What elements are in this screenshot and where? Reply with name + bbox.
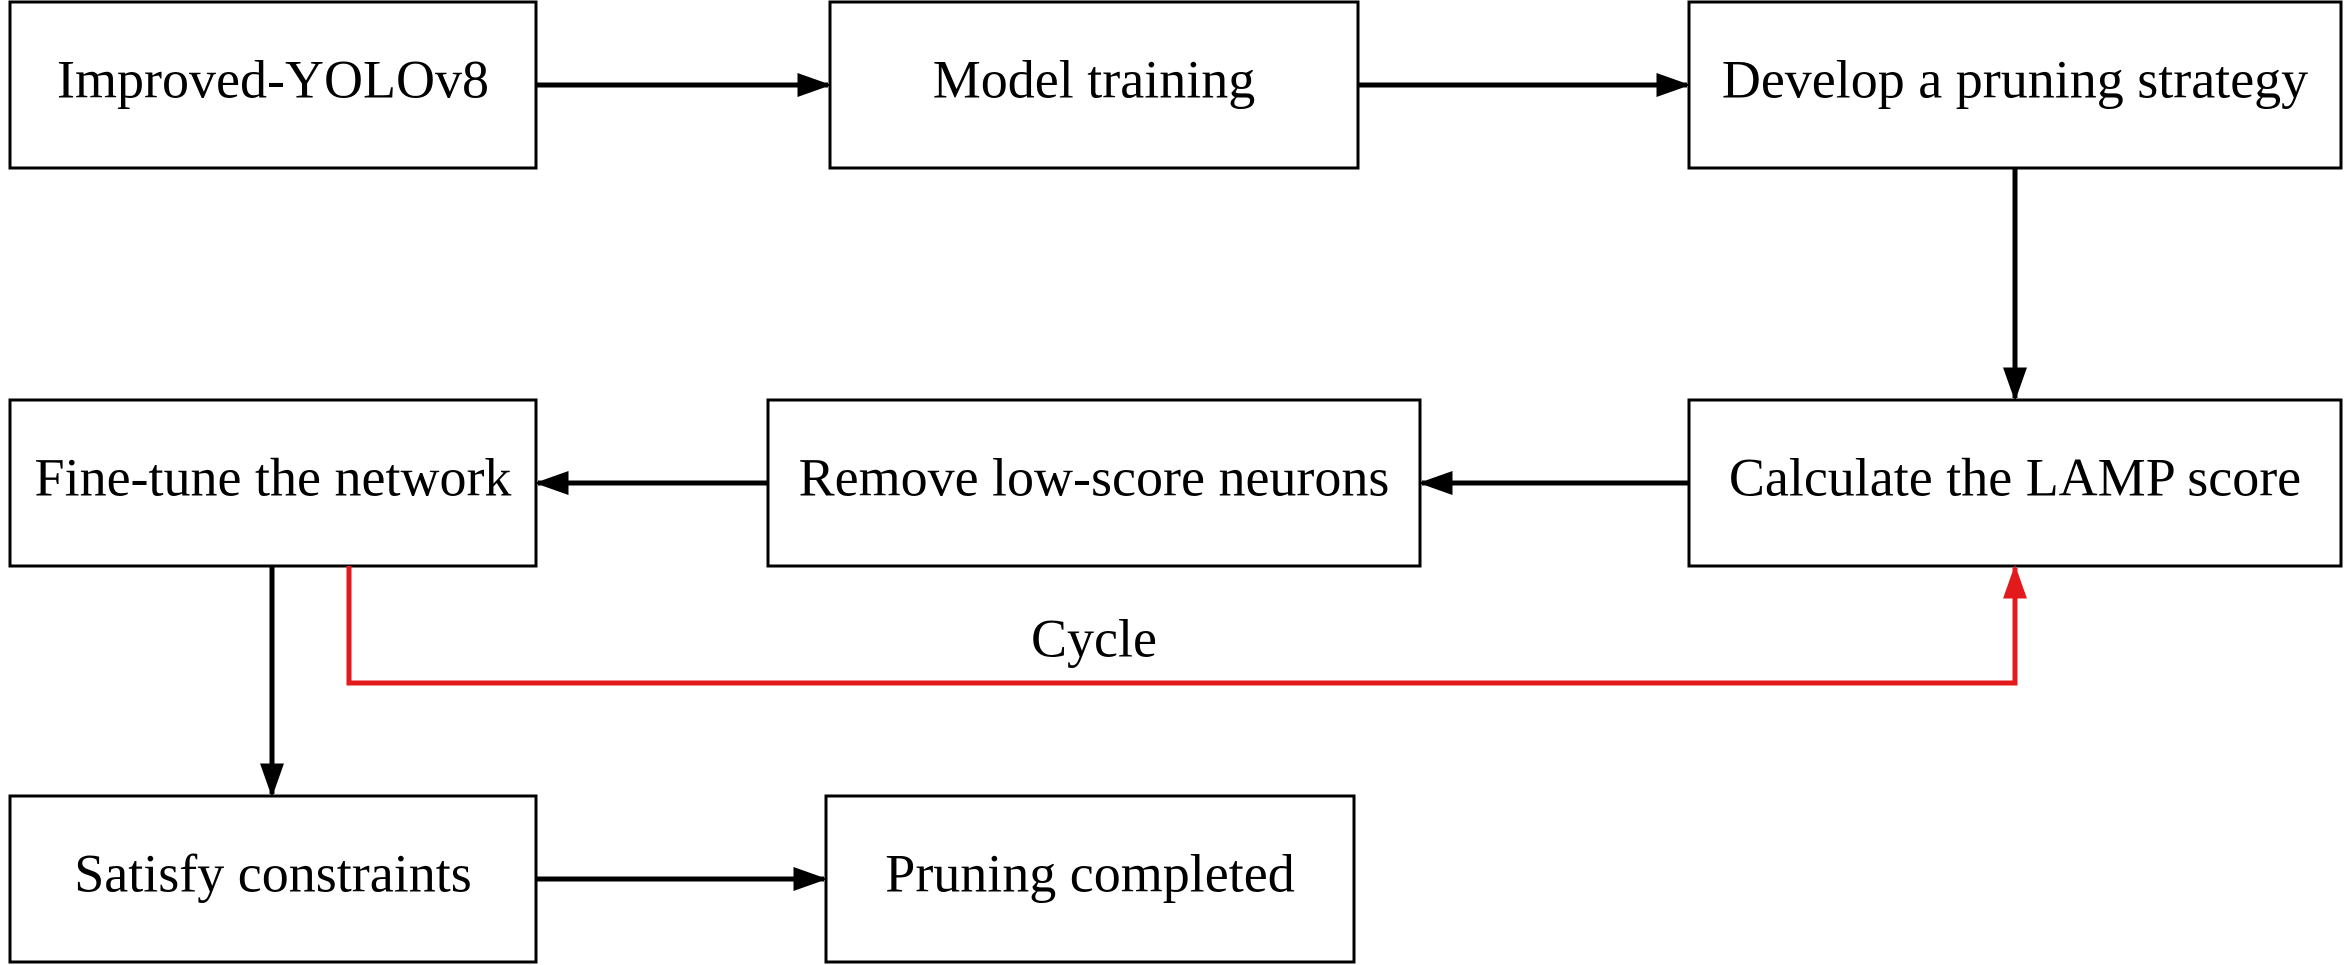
node-label: Model training bbox=[933, 49, 1255, 109]
node-calculate-lamp-score: Calculate the LAMP score bbox=[1687, 398, 2343, 568]
node-label: Fine-tune the network bbox=[35, 447, 512, 507]
node-improved-yolov8: Improved-YOLOv8 bbox=[8, 0, 538, 170]
node-label: Calculate the LAMP score bbox=[1729, 447, 2301, 507]
node-satisfy-constraints: Satisfy constraints bbox=[8, 794, 538, 964]
node-develop-pruning-strategy: Develop a pruning strategy bbox=[1687, 0, 2343, 170]
node-label: Improved-YOLOv8 bbox=[57, 49, 489, 109]
node-model-training: Model training bbox=[828, 0, 1360, 170]
node-label: Satisfy constraints bbox=[74, 843, 471, 903]
node-label: Pruning completed bbox=[885, 843, 1294, 903]
node-label: Develop a pruning strategy bbox=[1722, 49, 2308, 109]
node-fine-tune-network: Fine-tune the network bbox=[8, 398, 538, 568]
arrow-cycle-finetune-to-lamp bbox=[346, 564, 2027, 686]
cycle-label: Cycle bbox=[1031, 608, 1157, 668]
node-pruning-completed: Pruning completed bbox=[824, 794, 1356, 964]
node-remove-low-score-neurons: Remove low-score neurons bbox=[766, 398, 1422, 568]
node-label: Remove low-score neurons bbox=[799, 447, 1390, 507]
